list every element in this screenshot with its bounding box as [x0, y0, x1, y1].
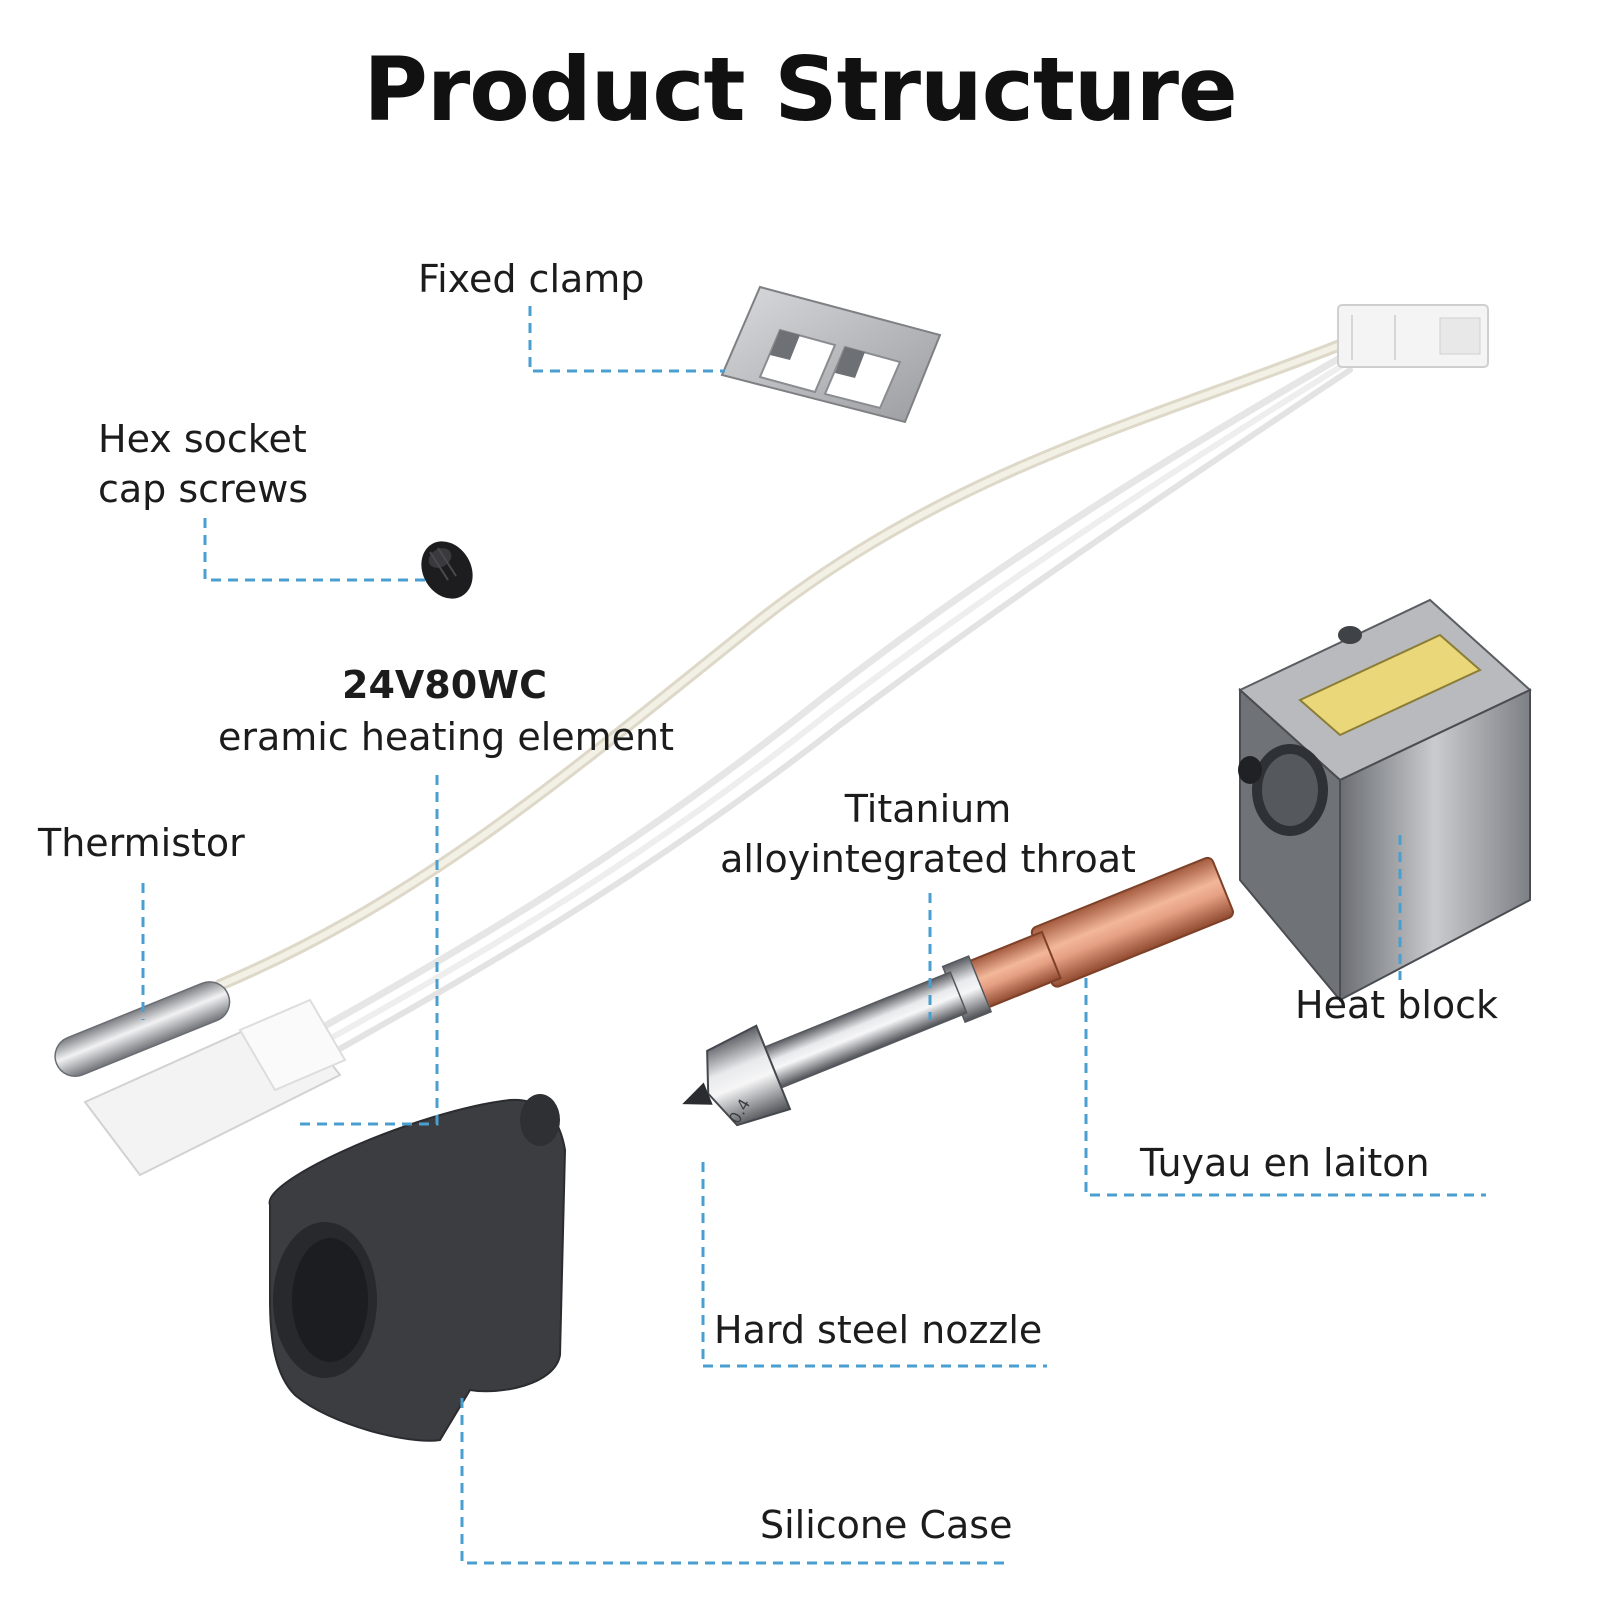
label-fixed-clamp: Fixed clamp: [418, 257, 645, 301]
leader-silicone-case: [460, 1398, 1010, 1565]
hex-socket-screw-icon: [421, 541, 473, 599]
throat-nozzle-assembly-icon: 0.4: [682, 856, 1234, 1127]
label-throat-line1: Titanium: [844, 787, 1012, 831]
label-hex-socket: Hex socket cap screws: [98, 414, 308, 514]
leader-brass-tube: [1084, 978, 1486, 1197]
label-brass-tube: Tuyau en laiton: [1140, 1141, 1430, 1185]
wire-harness: [214, 339, 1353, 1063]
leader-fixed-clamp: [528, 306, 725, 373]
label-thermistor: Thermistor: [38, 821, 245, 865]
label-throat-line2: alloyintegrated throat: [720, 837, 1136, 881]
label-heater-desc: eramic heating element: [218, 715, 675, 759]
label-heat-block: Heat block: [1295, 983, 1499, 1027]
leader-heater: [300, 775, 439, 1126]
page-title: Product Structure: [363, 38, 1237, 141]
label-hex-socket-line1: Hex socket: [98, 417, 307, 461]
label-silicone-case: Silicone Case: [760, 1503, 1013, 1547]
leader-hex-screw: [203, 518, 426, 582]
label-heater-model: 24V80WC: [342, 663, 547, 707]
leader-nozzle: [701, 1162, 1047, 1368]
silicone-case-icon: [268, 1094, 567, 1442]
wire-connector-icon: [1337, 304, 1489, 368]
thermistor-icon: [54, 981, 231, 1077]
label-nozzle: Hard steel nozzle: [714, 1308, 1043, 1352]
fixed-clamp-icon: [720, 285, 942, 424]
leader-lines: [141, 306, 1486, 1565]
label-hex-socket-line2: cap screws: [98, 467, 309, 511]
ceramic-heater-icon: [83, 998, 347, 1177]
heat-block-icon: [1238, 598, 1532, 1003]
label-throat: Titanium alloyintegrated throat: [718, 784, 1138, 884]
